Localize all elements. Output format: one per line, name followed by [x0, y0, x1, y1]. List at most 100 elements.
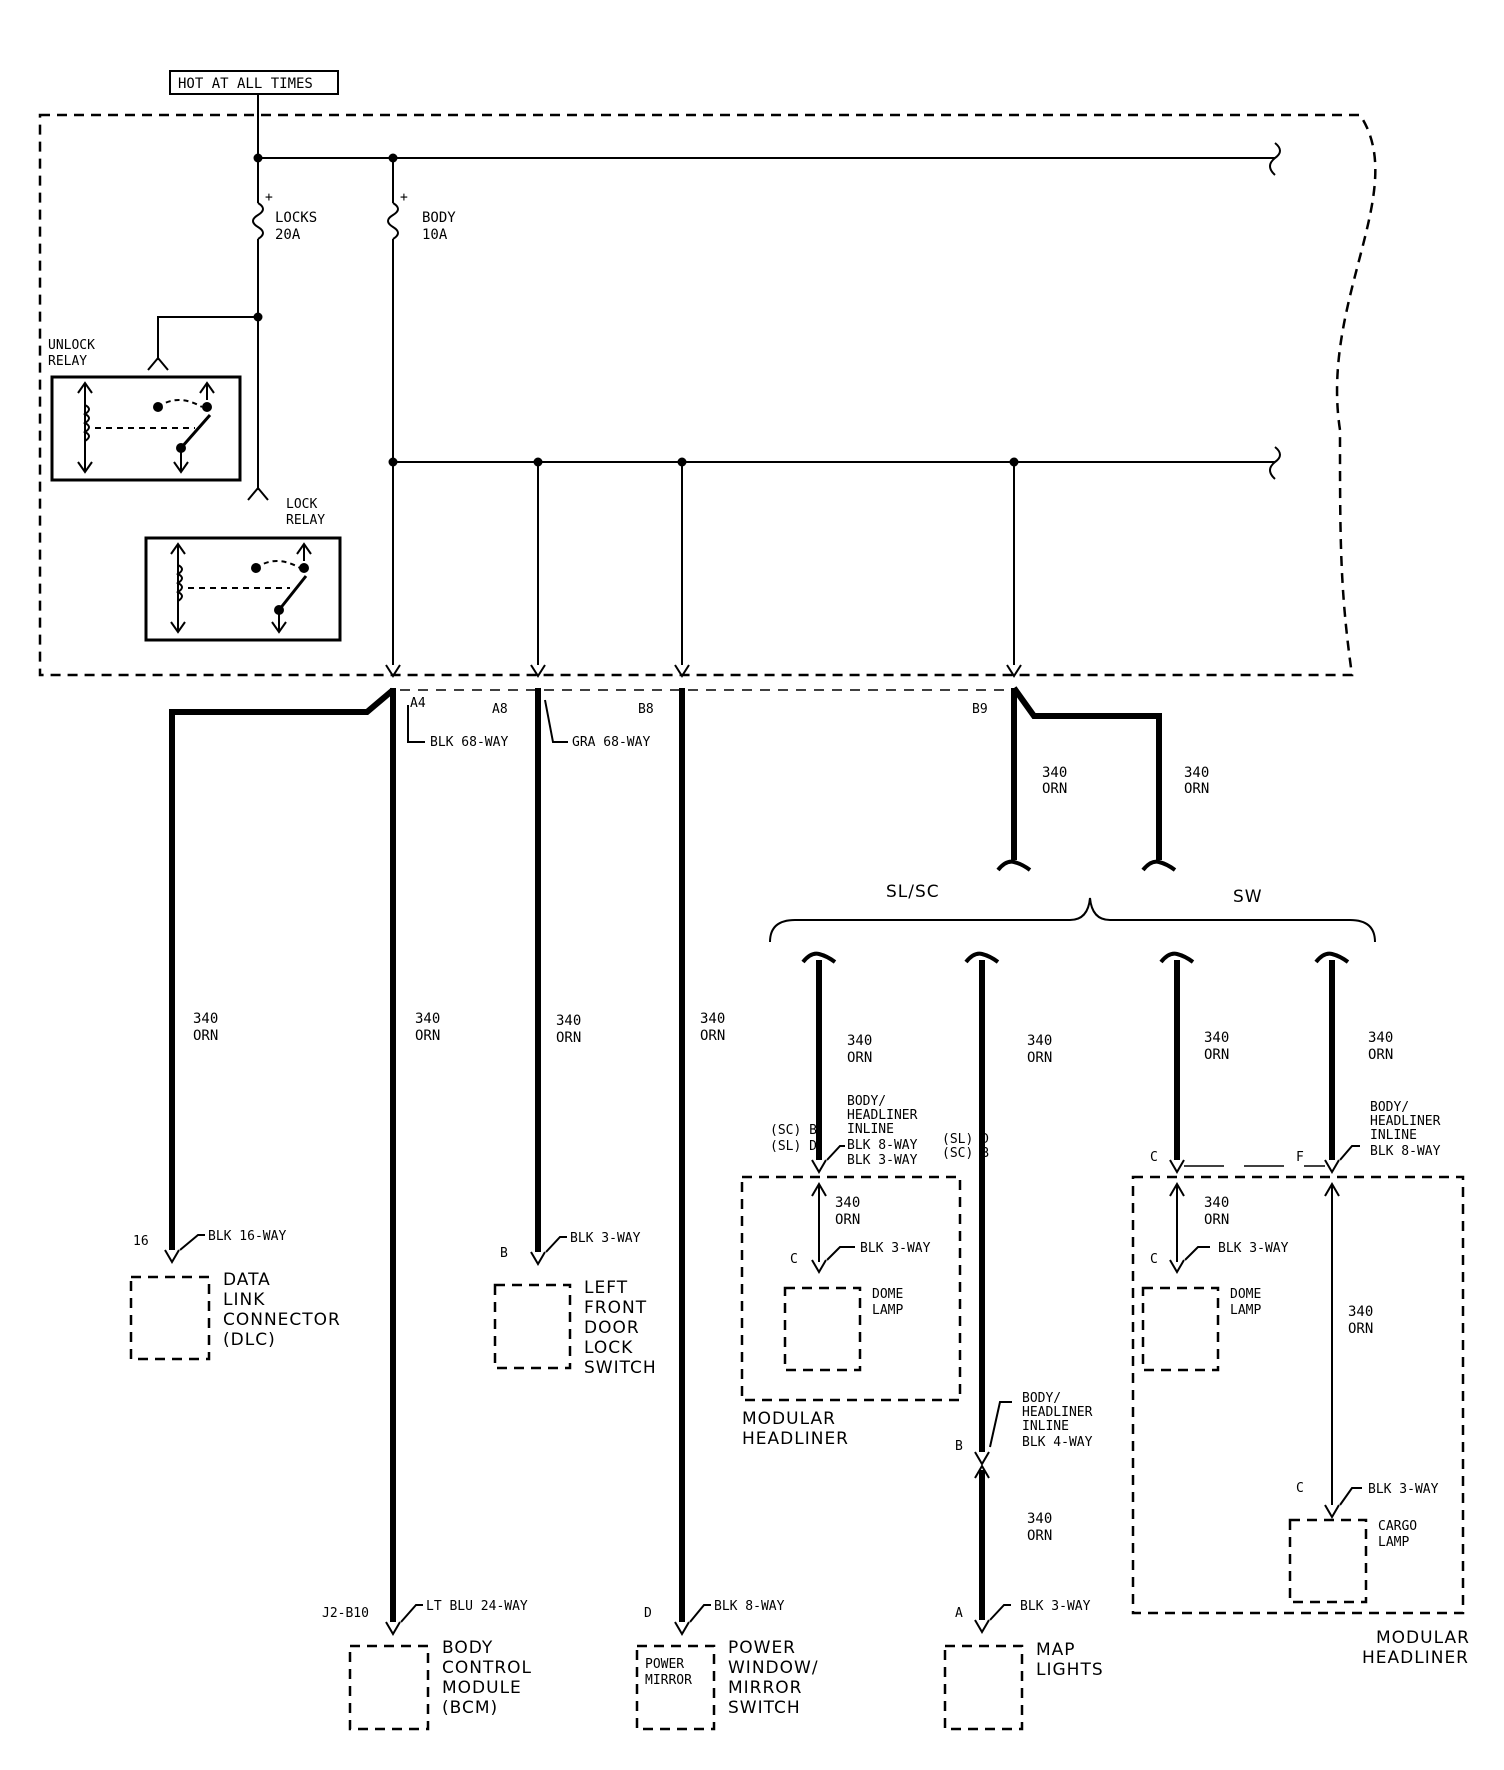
diagram-label: INLINE [1022, 1419, 1069, 1434]
wire-segment [811, 1182, 827, 1197]
hot-label: HOT AT ALL TIMES [178, 76, 313, 92]
slsc-break-icon [996, 859, 1032, 872]
diagram-label: LAMP [1378, 1535, 1409, 1550]
diagram-label: ORN [1348, 1321, 1373, 1337]
diagram-label: DOME [872, 1287, 903, 1302]
connector-gra68: GRA 68-WAY [572, 735, 650, 750]
body-fuse-plus: + [400, 190, 408, 205]
dlc-box [129, 1275, 211, 1361]
diagram-label: BODY/ [1022, 1391, 1061, 1406]
wire-dlc [169, 687, 395, 1250]
diagram-label: B [955, 1439, 963, 1454]
headliner-sw-box [1131, 1175, 1465, 1615]
wire-segment [974, 1464, 990, 1479]
diagram-label: DATA [223, 1270, 271, 1290]
diagram-label: POWER [645, 1657, 684, 1672]
fuse-block-outline [38, 113, 1377, 677]
wire-segment [1006, 664, 1022, 678]
diagram-label: INLINE [847, 1122, 894, 1137]
wire-segment [271, 621, 287, 634]
diagram-label: (SC) B [770, 1123, 817, 1138]
diagram-label: 340 [835, 1195, 860, 1211]
wire-segment [179, 414, 212, 449]
wire-segment [1169, 1259, 1185, 1274]
diagram-label: ORN [847, 1050, 872, 1066]
diagram-label: BLK 3-WAY [1020, 1599, 1091, 1614]
top-bus-break-icon [1269, 142, 1281, 176]
wire-segment [989, 1604, 1011, 1621]
diagram-label: CONNECTOR [223, 1310, 341, 1330]
diagram-label: (DLC) [223, 1330, 276, 1350]
hot-label-box [169, 70, 339, 95]
wire-segment [544, 699, 568, 743]
cargo-lamp-box [1288, 1518, 1368, 1604]
wire-segment [674, 664, 690, 678]
diagram-label: ORN [1204, 1047, 1229, 1063]
diagram-label: 340 [1368, 1030, 1393, 1046]
map-lights-box [943, 1644, 1024, 1731]
diagram-label: ORN [556, 1030, 581, 1046]
wire-segment [1169, 1182, 1185, 1197]
diagram-label: C [1150, 1252, 1158, 1267]
diagram-label: HEADLINER [742, 1429, 849, 1449]
diagram-label: ORN [700, 1028, 725, 1044]
wire-segment [530, 1251, 546, 1266]
wire-segment [674, 1621, 690, 1636]
diagram-label: BLK 3-WAY [1218, 1241, 1289, 1256]
wire-segment [974, 1619, 990, 1634]
diagram-label: 340 [1027, 1511, 1052, 1527]
diagram-label: MAP [1036, 1640, 1076, 1660]
diagram-label: INLINE [1370, 1128, 1417, 1143]
wire-segment [826, 1246, 855, 1261]
diagram-label: MIRROR [645, 1673, 692, 1688]
wire-segment [801, 951, 837, 964]
terminal-b8: B8 [638, 702, 654, 717]
locks-fuse-icon [252, 202, 264, 240]
diagram-label: SWITCH [728, 1698, 801, 1718]
wire-segment [1324, 1182, 1340, 1197]
diagram-label: SWITCH [584, 1358, 657, 1378]
locks-fuse-rating: 20A [275, 227, 301, 243]
diagram-label: LINK [223, 1290, 265, 1310]
diagram-label: C [790, 1252, 798, 1267]
wire-segment [199, 381, 215, 394]
diagram-label: ORN [1204, 1212, 1229, 1228]
door-lock-connector: BLK 3-WAY [570, 1231, 641, 1246]
diagram-label: C [1296, 1481, 1304, 1496]
wire-segment [385, 664, 401, 678]
diagram-label: (SL) D [942, 1132, 989, 1147]
wire-segment [157, 399, 203, 408]
wire-segment [545, 1236, 567, 1253]
lock-relay-label: LOCK [286, 497, 317, 512]
diagram-label: CARGO [1378, 1519, 1417, 1534]
junction-dot [388, 457, 398, 467]
diagram-label: A [955, 1606, 963, 1621]
lock-relay-arrow [247, 486, 269, 501]
unlock-relay-label: RELAY [48, 354, 87, 369]
variant-slsc: SL/SC [886, 882, 940, 902]
diagram-label: HEADLINER [1022, 1405, 1093, 1420]
wire-segment [1184, 1246, 1210, 1261]
diagram-label: BODY [442, 1638, 493, 1658]
diagram-label: HEADLINER [1370, 1114, 1441, 1129]
diagram-label: ORN [1368, 1047, 1393, 1063]
wire-segment [170, 542, 186, 555]
wire-segment [400, 1604, 423, 1623]
body-fuse-icon [387, 202, 399, 240]
wire-segment [689, 1604, 711, 1623]
diagram-label: LEFT [584, 1278, 628, 1298]
body-fuse-name: BODY [422, 210, 456, 226]
wire-segment [202, 402, 212, 412]
dlc-pin: 16 [133, 1234, 149, 1249]
wire-b9-sw [1011, 686, 1162, 860]
diagram-label: ORN [415, 1028, 440, 1044]
diagram-label: POWER [728, 1638, 796, 1658]
diagram-label: BODY/ [1370, 1100, 1409, 1115]
wire-segment [530, 664, 546, 678]
wire-segment [407, 705, 425, 743]
wire-segment [296, 542, 312, 555]
diagram-label: BLK 3-WAY [860, 1241, 931, 1256]
power-window-box [635, 1644, 716, 1731]
terminal-a4: A4 [410, 696, 426, 711]
